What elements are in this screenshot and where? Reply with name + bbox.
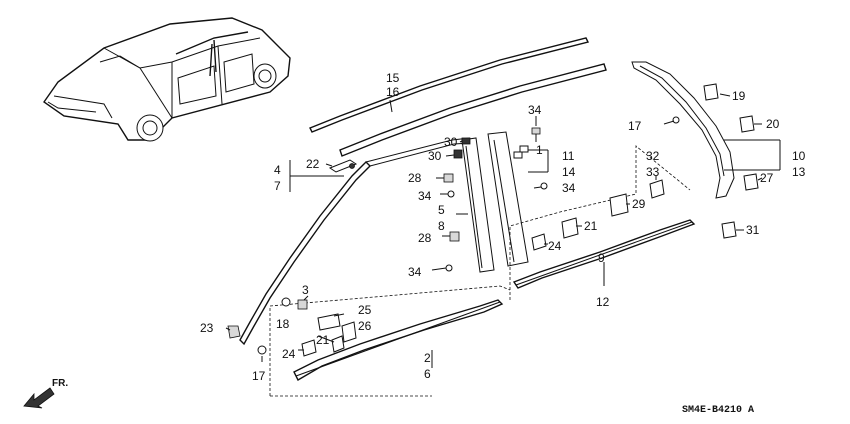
callout-9: 9 — [598, 251, 605, 265]
callout-17-a: 17 — [252, 369, 266, 383]
callout-13: 13 — [792, 165, 806, 179]
drawing-code: SM4E-B4210 A — [682, 405, 754, 416]
callout-labels: 15 16 4 7 22 34 30 30 1 11 14 28 34 34 5… — [200, 71, 806, 383]
callout-23: 23 — [200, 321, 214, 335]
callout-8: 8 — [438, 219, 445, 233]
callout-24-a: 24 — [282, 347, 296, 361]
callout-34-top: 34 — [528, 103, 542, 117]
callout-28-b: 28 — [418, 231, 432, 245]
callout-26: 26 — [358, 319, 372, 333]
leader-lines — [225, 93, 781, 368]
callout-2: 2 — [424, 351, 431, 365]
callout-22: 22 — [306, 157, 320, 171]
front-direction-arrow: FR. — [23, 378, 68, 409]
callout-30-b: 30 — [428, 149, 442, 163]
rear-door-molding — [509, 145, 696, 300]
callout-18: 18 — [276, 317, 290, 331]
callout-5: 5 — [438, 203, 445, 217]
callout-31: 31 — [746, 223, 760, 237]
callout-29: 29 — [632, 197, 646, 211]
callout-28-a: 28 — [408, 171, 422, 185]
callout-30-a: 30 — [444, 135, 458, 149]
callout-7: 7 — [274, 179, 281, 193]
fasteners — [227, 83, 759, 357]
car-illustration — [43, 17, 291, 142]
callout-21-a: 21 — [316, 333, 330, 347]
callout-32: 32 — [646, 149, 660, 163]
callout-19: 19 — [732, 89, 746, 103]
callout-12: 12 — [596, 295, 610, 309]
callout-16: 16 — [386, 85, 400, 99]
callout-17-b: 17 — [628, 119, 642, 133]
callout-1: 1 — [536, 143, 543, 157]
roof-molding-outer — [309, 37, 607, 157]
callout-20: 20 — [766, 117, 780, 131]
callout-11: 11 — [562, 149, 575, 163]
front-door-molding — [269, 285, 511, 397]
center-pillar-garnish — [461, 131, 529, 273]
callout-21-b: 21 — [584, 219, 598, 233]
callout-34-d: 34 — [408, 265, 422, 279]
callout-25: 25 — [358, 303, 372, 317]
callout-4: 4 — [274, 163, 281, 177]
callout-6: 6 — [424, 367, 431, 381]
callout-34-c: 34 — [562, 181, 576, 195]
callout-34-b: 34 — [418, 189, 432, 203]
callout-24-b: 24 — [548, 239, 562, 253]
rear-quarter-molding — [631, 61, 735, 199]
callout-10: 10 — [792, 149, 806, 163]
callout-3: 3 — [302, 283, 309, 297]
direction-label: FR. — [52, 378, 68, 389]
callout-27: 27 — [760, 171, 774, 185]
callout-15: 15 — [386, 71, 400, 85]
callout-33: 33 — [646, 165, 660, 179]
callout-14: 14 — [562, 165, 576, 179]
